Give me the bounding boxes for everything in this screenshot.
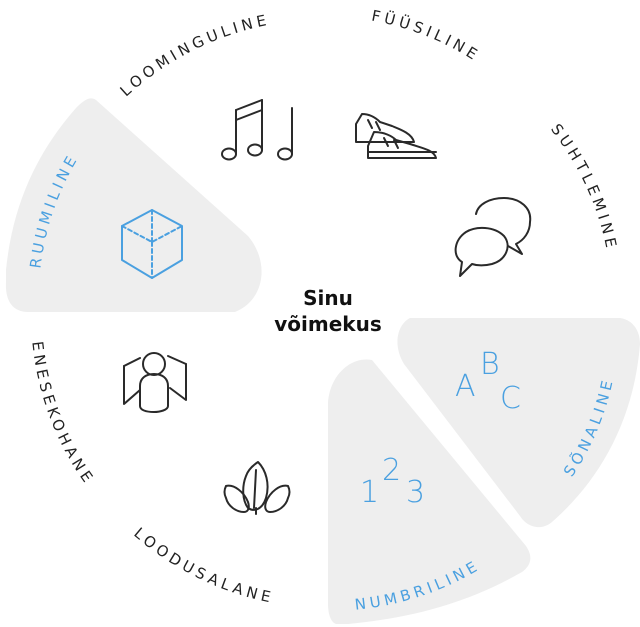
svg-text:1: 1 [360,475,379,510]
label-fuusiline: FÜÜSILINE [370,7,484,66]
label-enesekohane: ENESEKOHANE [28,340,98,488]
segment-bg-sonaline [397,318,640,528]
svg-text:C: C [500,381,521,416]
segment-bg-ruumiline [5,98,262,312]
svg-text:A: A [455,369,476,404]
center-title-line2: võimekus [274,312,381,336]
music-notes-icon [221,99,293,161]
cube-icon [121,209,183,279]
svg-text:3: 3 [406,475,425,510]
speech-bubbles-icon [454,197,532,277]
123-numbers-icon: 1 2 3 [360,453,425,510]
svg-text:B: B [480,347,500,382]
abc-letters-icon: A B C [455,347,521,416]
segment-bg-numbriline [328,359,531,624]
label-loominguline: LOOMINGULINE [117,11,272,100]
svg-text:2: 2 [382,453,401,488]
label-suhtlemine: SUHTLEMINE [547,120,621,253]
sneakers-icon [355,113,437,159]
center-title-line1: Sinu [303,286,353,310]
person-mirror-icon [123,352,187,413]
leaves-icon [223,461,291,515]
label-loodusalane: LOODUSALANE [130,524,276,607]
